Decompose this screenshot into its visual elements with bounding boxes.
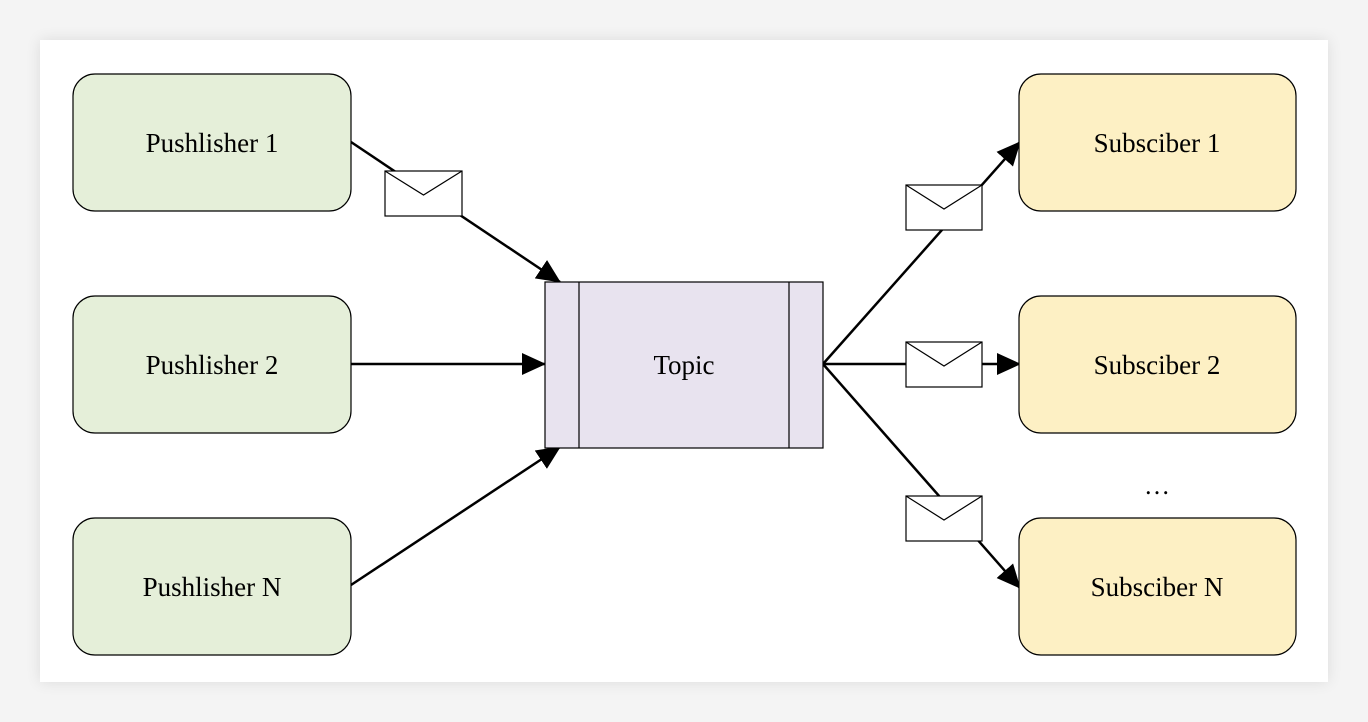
envelope-icon [905, 341, 983, 388]
publisher-node-1[interactable]: Pushlisher 1 [72, 73, 352, 212]
edge-topic-subscriber-n [822, 363, 1021, 589]
subscriber-label: Subsciber 2 [1094, 350, 1221, 380]
envelope-icon [905, 184, 983, 231]
subscriber-node-n[interactable]: Subsciber N [1018, 517, 1297, 656]
publisher-label: Pushlisher N [143, 572, 282, 602]
subscriber-label: Subsciber 1 [1094, 128, 1221, 158]
publisher-node-n[interactable]: Pushlisher N [72, 517, 352, 656]
publisher-label: Pushlisher 2 [146, 350, 279, 380]
envelope-icon [384, 170, 463, 217]
topic-label: Topic [653, 350, 714, 380]
more-subscribers-ellipsis: … [1144, 471, 1170, 500]
publisher-label: Pushlisher 1 [146, 128, 279, 158]
subscriber-node-2[interactable]: Subsciber 2 [1018, 295, 1297, 434]
topic-node[interactable]: Topic [544, 281, 824, 449]
envelope-icon [905, 495, 983, 542]
edge-publisher-n-topic [350, 445, 561, 587]
subscriber-label: Subsciber N [1091, 572, 1224, 602]
edge-topic-subscriber-1 [822, 141, 1021, 365]
subscriber-node-1[interactable]: Subsciber 1 [1018, 73, 1297, 212]
publisher-node-2[interactable]: Pushlisher 2 [72, 295, 352, 434]
